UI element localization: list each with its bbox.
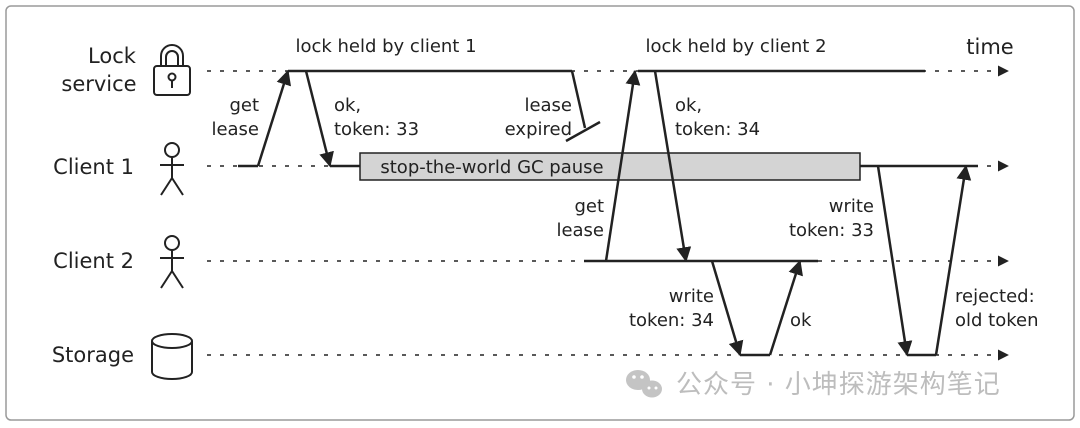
c2-write-label-2: token: 34: [629, 310, 714, 331]
timelines: [207, 65, 1009, 361]
gc-pause-label: stop-the-world GC pause: [380, 157, 603, 178]
person-icon: [160, 235, 184, 289]
lane-label-storage: Storage: [52, 343, 134, 367]
person-icon: [160, 142, 184, 196]
message-arrows: [256, 69, 972, 357]
lane-label-client1: Client 1: [53, 155, 134, 179]
arrow-c1-ok: [304, 70, 334, 168]
lock-held-client1-label: lock held by client 1: [295, 36, 476, 57]
c2-ok-label-2: token: 34: [675, 119, 760, 140]
lease-expiry-line: [570, 70, 587, 129]
arrow-c1-write: [876, 165, 913, 357]
c1-get-lease-label-1: get: [229, 95, 259, 116]
storage-ok-label: ok: [790, 310, 812, 331]
lease-expiry-mark: [565, 120, 601, 143]
c2-write-label-1: write: [669, 286, 714, 307]
arrow-c1-get-lease: [256, 69, 292, 167]
lock-icon: [153, 44, 191, 96]
diagram-frame: [5, 5, 1075, 421]
arrow-c2-ok: [653, 70, 692, 263]
c2-ok-label-1: ok,: [675, 95, 702, 116]
c1-ok-label-1: ok,: [334, 95, 361, 116]
c2-get-lease-label-2: lease: [556, 220, 604, 241]
rejected-label-1: rejected:: [955, 286, 1035, 307]
wechat-icon: [626, 370, 662, 398]
c1-write-label-1: write: [829, 196, 874, 217]
lane-label-client2: Client 2: [53, 249, 134, 273]
c2-get-lease-label-1: get: [574, 196, 604, 217]
lease-expired-label-2: expired: [505, 119, 572, 140]
lane-label-lock-line1: Lock: [88, 44, 137, 68]
lock-held-client2-label: lock held by client 2: [645, 36, 826, 57]
lease-expired-label-1: lease: [524, 95, 572, 116]
c1-get-lease-label-2: lease: [211, 119, 259, 140]
arrow-storage-ok: [768, 259, 803, 356]
time-axis-label: time: [966, 35, 1013, 59]
c1-ok-label-2: token: 33: [334, 119, 419, 140]
database-icon: [151, 333, 193, 380]
activity-segments: [238, 69, 978, 357]
c1-write-label-2: token: 33: [789, 220, 874, 241]
lane-label-lock-line2: service: [61, 72, 136, 96]
arrow-rejected: [934, 164, 972, 356]
arrow-c2-get-lease: [604, 69, 641, 262]
rejected-label-2: old token: [955, 310, 1039, 331]
watermark-text: 公众号 · 小坤探游架构笔记: [676, 370, 1001, 400]
arrow-c2-write: [710, 260, 744, 357]
